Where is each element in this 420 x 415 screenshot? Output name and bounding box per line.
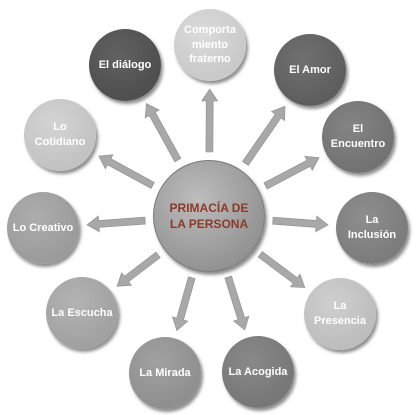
node-label: La Mirada — [139, 366, 191, 379]
node-label: El diálogo — [98, 58, 152, 71]
node-label: Lo Cotidiano — [34, 121, 86, 148]
arrow-to-cotidiano — [98, 154, 155, 189]
node-el-encuentro: El Encuentro — [322, 101, 394, 173]
node-label: La Acogida — [228, 365, 288, 378]
arrow-to-comportamiento — [201, 88, 219, 153]
node-la-acogida: La Acogida — [222, 336, 294, 408]
arrow-to-encuentro — [263, 155, 320, 190]
arrow-to-creativo — [86, 215, 146, 233]
arrow-to-escucha — [116, 251, 161, 287]
arrow-to-presencia — [257, 251, 306, 288]
node-label: Lo Creativo — [12, 221, 74, 234]
node-la-inclusion: La Inclusión — [336, 192, 408, 264]
arrow-to-acogida — [224, 275, 250, 331]
node-comportamiento-fraterno: Comporta miento fraterno — [174, 9, 246, 81]
arrow-to-dialogo — [144, 103, 182, 163]
node-la-presencia: La Presencia — [304, 278, 376, 350]
node-lo-creativo: Lo Creativo — [7, 192, 79, 264]
node-label: El Encuentro — [330, 123, 386, 150]
node-la-mirada: La Mirada — [129, 337, 201, 409]
center-node: PRIMACÍA DE LA PERSONA — [153, 160, 265, 272]
node-el-amor: El Amor — [274, 34, 346, 106]
node-la-escucha: La Escucha — [46, 277, 118, 349]
arrow-to-mirada — [171, 276, 196, 332]
center-label: PRIMACÍA DE LA PERSONA — [169, 200, 249, 231]
node-label: La Inclusión — [347, 214, 397, 241]
node-label: La Presencia — [314, 300, 366, 327]
arrow-to-amor — [242, 105, 286, 166]
node-el-dialogo: El diálogo — [89, 29, 161, 101]
node-label: La Escucha — [51, 306, 113, 319]
node-lo-cotidiano: Lo Cotidiano — [24, 99, 96, 171]
node-label: Comporta miento fraterno — [184, 23, 236, 66]
node-label: El Amor — [289, 63, 331, 76]
arrow-to-inclusion — [272, 215, 329, 233]
